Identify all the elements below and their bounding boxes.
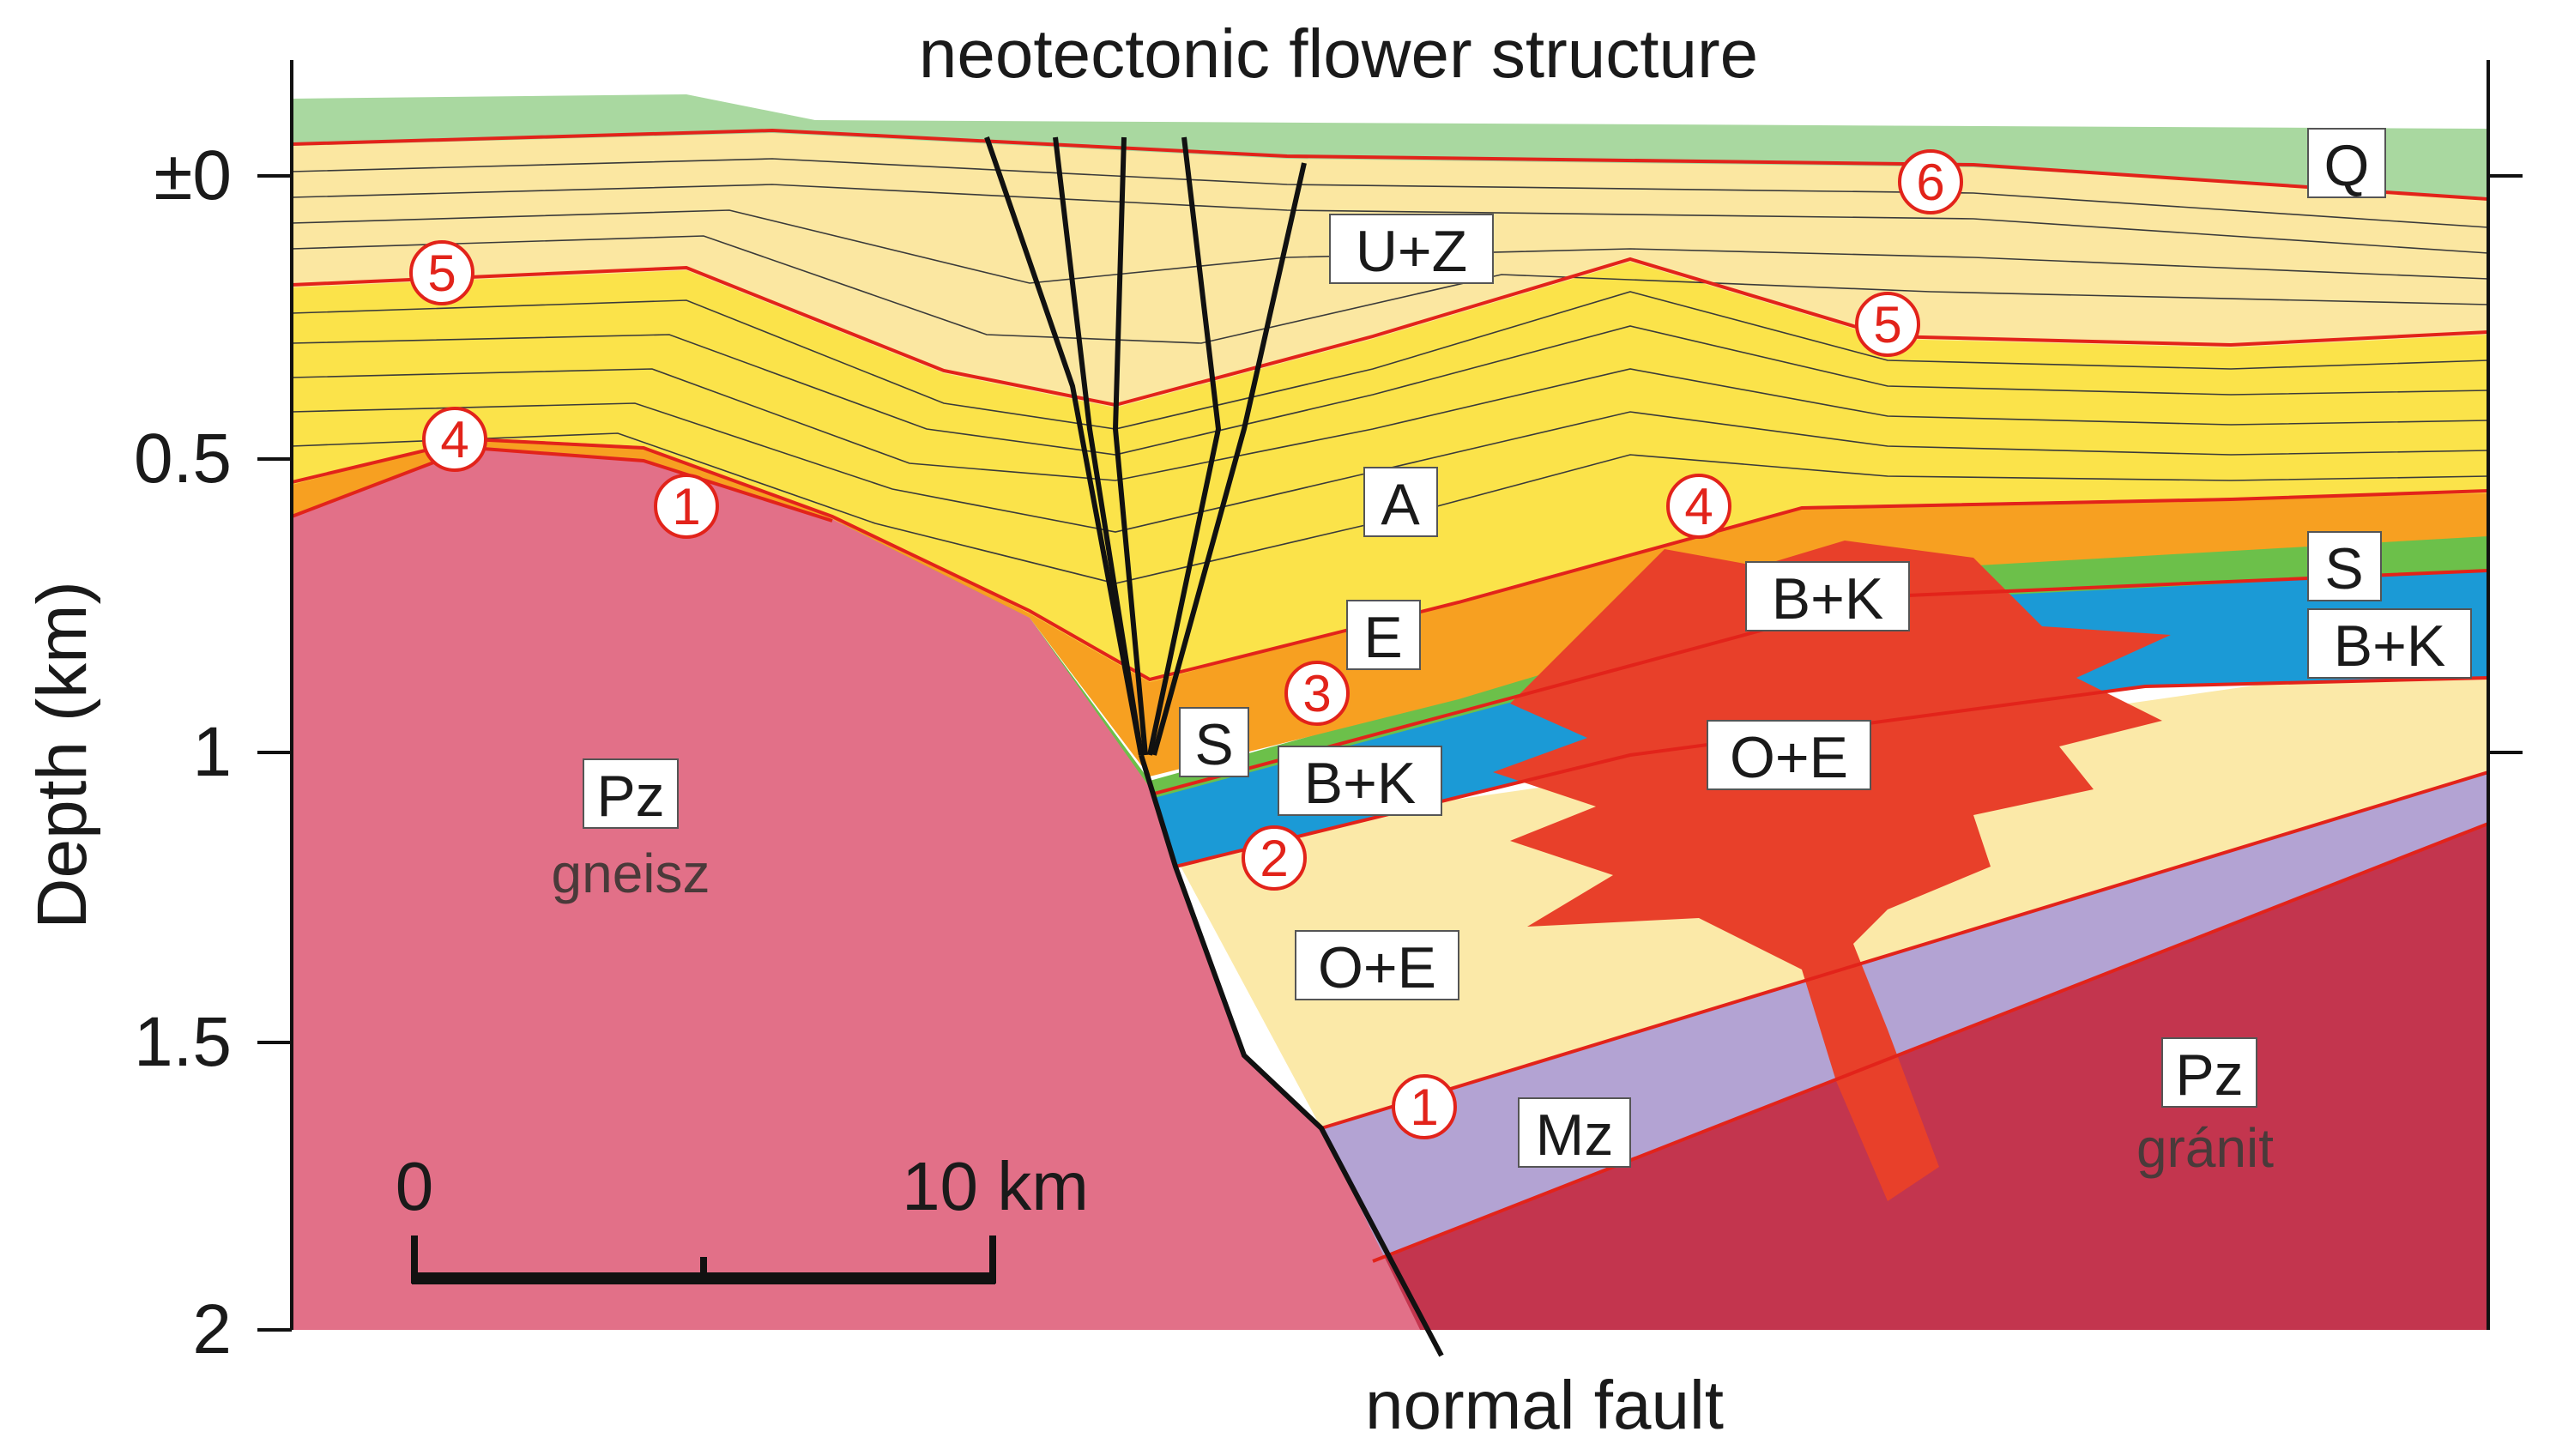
tick-label-05: 0.5 bbox=[134, 420, 232, 498]
unconformity-markers: 6 5 5 4 4 1 3 2 1 bbox=[409, 149, 1963, 1139]
svg-text:3: 3 bbox=[1302, 665, 1331, 722]
granite-top-line bbox=[1372, 822, 2488, 1263]
marker-4-right: 4 bbox=[1666, 474, 1731, 539]
svg-text:Pz: Pz bbox=[596, 764, 664, 829]
marker-5-left: 5 bbox=[409, 240, 474, 305]
svg-text:S: S bbox=[1194, 712, 1233, 777]
unit-uz: U+Z bbox=[1329, 214, 1494, 284]
diagram-title: neotectonic flower structure bbox=[919, 15, 1758, 92]
unit-bk-mid: B+K bbox=[1745, 561, 1910, 631]
scale-start-label: 0 bbox=[396, 1148, 434, 1224]
svg-text:B+K: B+K bbox=[1772, 566, 1883, 631]
marker-4-left: 4 bbox=[422, 407, 487, 472]
unit-mz: Mz bbox=[1518, 1097, 1631, 1168]
depth-tick-labels: ±0 0.5 1 1.5 2 bbox=[134, 136, 232, 1368]
unit-q: Q bbox=[2307, 128, 2386, 198]
lithology-gneiss: gneisz bbox=[552, 843, 710, 904]
svg-text:S: S bbox=[2324, 536, 2363, 601]
unit-a: A bbox=[1363, 467, 1438, 537]
flower-fault-5 bbox=[1151, 162, 1307, 756]
svg-text:5: 5 bbox=[1873, 296, 1901, 353]
svg-text:Q: Q bbox=[2324, 133, 2370, 198]
unconformity-1b-line bbox=[1320, 770, 2488, 1130]
unconformity-4-line bbox=[292, 437, 2488, 682]
svg-text:B+K: B+K bbox=[2334, 613, 2445, 679]
marker-1-right: 1 bbox=[1392, 1074, 1457, 1139]
unit-bk-left: B+K bbox=[1278, 746, 1442, 816]
marker-1-left: 1 bbox=[654, 474, 719, 539]
tick-label-15: 1.5 bbox=[134, 1003, 232, 1081]
bedding-line-2 bbox=[292, 184, 2488, 254]
scale-end-label: 10 km bbox=[902, 1148, 1089, 1224]
svg-text:Mz: Mz bbox=[1536, 1103, 1614, 1168]
gneiss-body bbox=[292, 446, 1421, 1330]
svg-text:6: 6 bbox=[1916, 154, 1944, 211]
flower-fault-2 bbox=[1053, 136, 1144, 756]
scale-bar: 0 10 km bbox=[396, 1148, 1089, 1284]
unit-bk-right: B+K bbox=[2307, 608, 2472, 679]
normal-fault-line bbox=[1139, 754, 1444, 1357]
tick-label-2: 2 bbox=[192, 1290, 232, 1368]
svg-text:E: E bbox=[1363, 605, 1402, 670]
flower-fault-3 bbox=[1112, 136, 1148, 756]
bedding-line-6 bbox=[292, 325, 2488, 456]
granite-body bbox=[1373, 824, 2488, 1330]
svg-text:1: 1 bbox=[1410, 1078, 1438, 1136]
marker-6: 6 bbox=[1898, 149, 1963, 214]
unit-labels: Q U+Z A E S S B+K B+K B+K O+E O+E Mz Pz … bbox=[583, 128, 2472, 1168]
flower-fault-4 bbox=[1147, 136, 1222, 756]
depth-axis bbox=[257, 60, 2523, 1332]
unconformity-1-line bbox=[292, 445, 833, 523]
unit-s-left: S bbox=[1179, 707, 1249, 777]
svg-text:4: 4 bbox=[440, 411, 468, 468]
bedding-line-5 bbox=[292, 291, 2488, 430]
fault-lines bbox=[984, 136, 1444, 1357]
bedding-line-1 bbox=[292, 158, 2488, 228]
bedding-line-7 bbox=[292, 368, 2488, 481]
lithology-granite: gránit bbox=[2136, 1117, 2274, 1179]
quaternary-layer bbox=[292, 94, 2488, 197]
unit-e: E bbox=[1346, 600, 1421, 670]
marker-2: 2 bbox=[1242, 825, 1307, 891]
svg-text:A: A bbox=[1381, 472, 1420, 537]
unit-pz-left: Pz bbox=[583, 758, 679, 829]
svg-text:B+K: B+K bbox=[1304, 751, 1416, 816]
flower-fault-1 bbox=[984, 136, 1144, 756]
tick-label-1: 1 bbox=[192, 713, 232, 791]
svg-text:O+E: O+E bbox=[1730, 725, 1848, 790]
svg-text:5: 5 bbox=[427, 245, 456, 302]
bedding-lines bbox=[292, 158, 2488, 584]
svg-text:4: 4 bbox=[1684, 478, 1713, 535]
unit-oe-mid: O+E bbox=[1707, 720, 1871, 790]
unit-oe-left: O+E bbox=[1295, 930, 1459, 1000]
unconformity-5-line bbox=[292, 257, 2488, 408]
svg-text:O+E: O+E bbox=[1318, 935, 1436, 1000]
marker-5-right: 5 bbox=[1855, 292, 1920, 357]
marker-3: 3 bbox=[1284, 661, 1350, 726]
svg-text:2: 2 bbox=[1260, 830, 1288, 887]
bedding-line-3 bbox=[292, 209, 2488, 284]
unit-s-right: S bbox=[2307, 531, 2382, 601]
tick-label-0: ±0 bbox=[154, 136, 232, 214]
svg-text:1: 1 bbox=[672, 478, 700, 535]
normal-fault-label: normal fault bbox=[1365, 1367, 1724, 1443]
svg-text:U+Z: U+Z bbox=[1356, 219, 1467, 284]
unit-pz-right: Pz bbox=[2161, 1037, 2257, 1108]
svg-text:Pz: Pz bbox=[2175, 1042, 2243, 1108]
unconformity-6-line bbox=[292, 128, 2488, 201]
bedding-line-4 bbox=[292, 235, 2488, 344]
depth-axis-label: Depth (km) bbox=[23, 581, 101, 929]
